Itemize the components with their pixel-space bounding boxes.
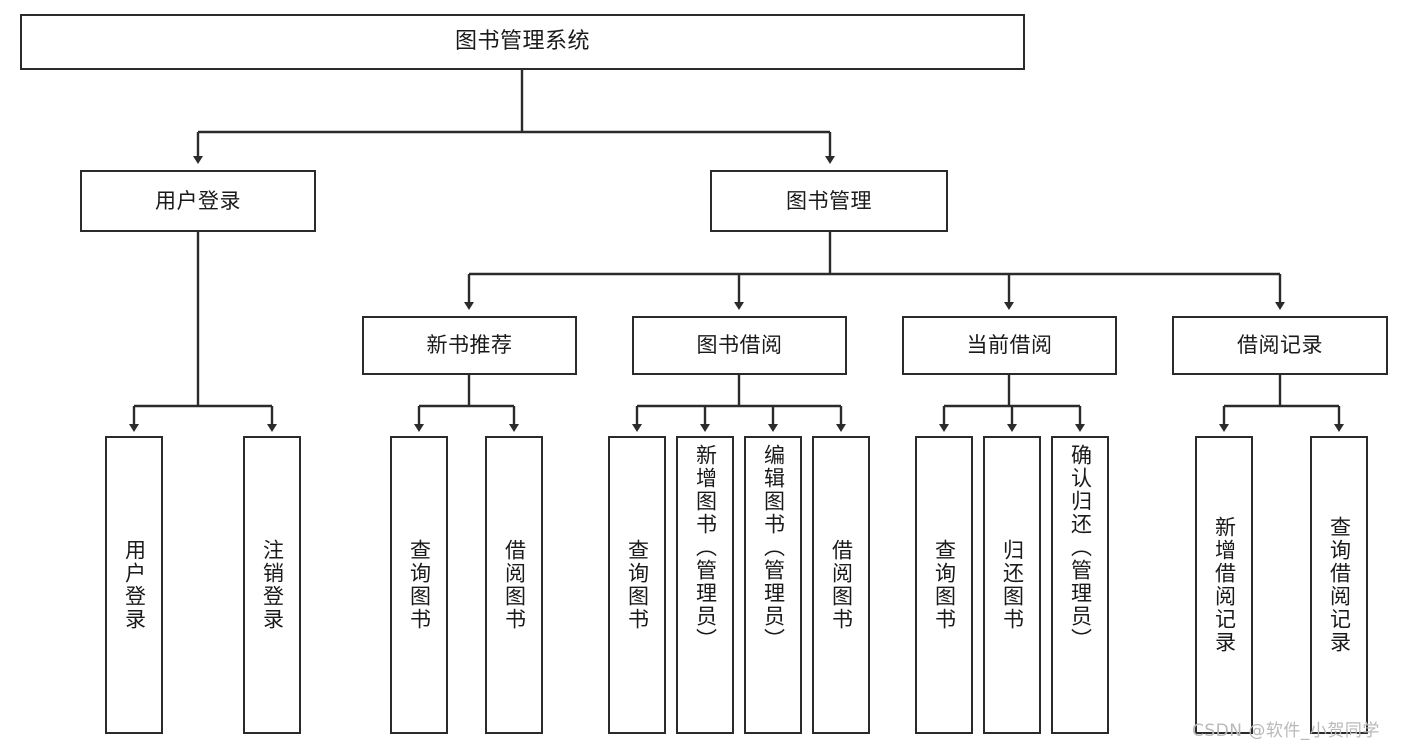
node-leaf-logout[interactable]: 注销登录: [243, 436, 301, 734]
node-label: 借阅图书: [829, 539, 854, 631]
node-leaf-add-record[interactable]: 新增借阅记录: [1195, 436, 1253, 734]
node-label: 注销登录: [260, 539, 285, 631]
node-label: 编辑图书（管理员）: [761, 444, 786, 651]
node-leaf-return-book[interactable]: 归还图书: [983, 436, 1041, 734]
node-leaf-borrow-book-2[interactable]: 借阅图书: [812, 436, 870, 734]
node-label: 借阅图书: [502, 539, 527, 631]
csdn-watermark: CSDN @软件_小贺同学: [1192, 721, 1380, 741]
node-label: 新书推荐: [426, 333, 513, 358]
node-label: 确认归还（管理员）: [1068, 444, 1093, 651]
node-label: 查询图书: [625, 539, 650, 631]
node-label: 图书管理: [786, 188, 872, 213]
node-current-borrow[interactable]: 当前借阅: [902, 316, 1117, 375]
node-user-login[interactable]: 用户登录: [80, 170, 316, 232]
node-label: 图书借阅: [696, 333, 783, 358]
node-label: 新增图书（管理员）: [693, 444, 718, 651]
node-label: 当前借阅: [966, 333, 1053, 358]
node-label: 查询图书: [932, 539, 957, 631]
node-borrow-record[interactable]: 借阅记录: [1172, 316, 1388, 375]
node-leaf-query-book-1[interactable]: 查询图书: [390, 436, 448, 734]
node-label: 图书管理系统: [454, 29, 590, 55]
node-book-manage[interactable]: 图书管理: [710, 170, 948, 232]
node-new-book-recommend[interactable]: 新书推荐: [362, 316, 577, 375]
node-label: 借阅记录: [1237, 333, 1323, 358]
node-label: 用户登录: [155, 188, 241, 213]
node-leaf-add-book[interactable]: 新增图书（管理员）: [676, 436, 734, 734]
node-label: 用户登录: [122, 539, 147, 631]
node-leaf-query-book-3[interactable]: 查询图书: [915, 436, 973, 734]
node-leaf-query-book-2[interactable]: 查询图书: [608, 436, 666, 734]
node-label: 归还图书: [1000, 539, 1025, 631]
node-label: 查询借阅记录: [1327, 516, 1352, 654]
node-label: 新增借阅记录: [1212, 516, 1237, 654]
node-leaf-edit-book[interactable]: 编辑图书（管理员）: [744, 436, 802, 734]
node-root-system[interactable]: 图书管理系统: [20, 14, 1025, 70]
node-label: 查询图书: [407, 539, 432, 631]
node-leaf-user-login[interactable]: 用户登录: [105, 436, 163, 734]
node-leaf-query-record[interactable]: 查询借阅记录: [1310, 436, 1368, 734]
node-leaf-borrow-book-1[interactable]: 借阅图书: [485, 436, 543, 734]
node-book-borrow[interactable]: 图书借阅: [632, 316, 847, 375]
node-leaf-confirm-return[interactable]: 确认归还（管理员）: [1051, 436, 1109, 734]
